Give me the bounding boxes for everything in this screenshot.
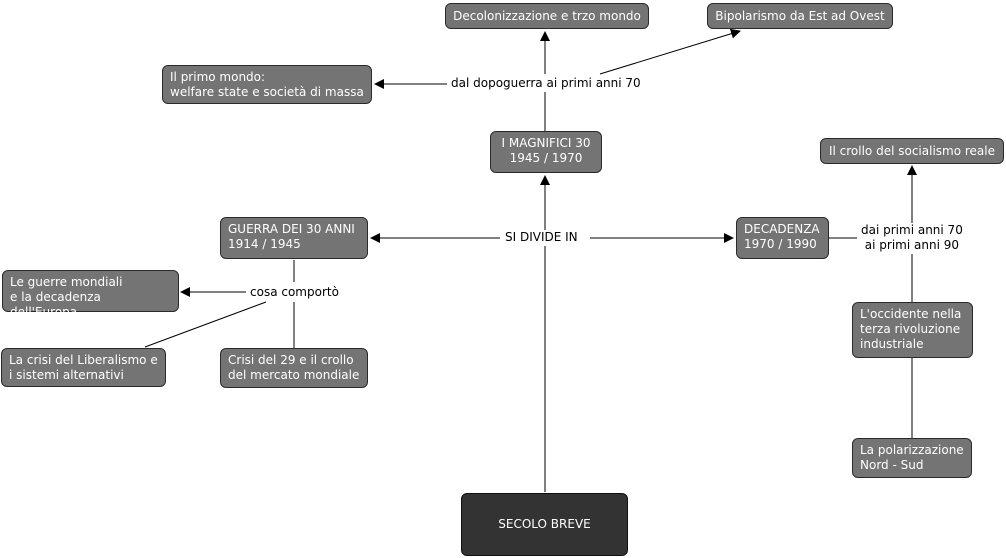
node-crollo-socialismo[interactable]: Il crollo del socialismo reale	[820, 138, 1004, 164]
node-occidente[interactable]: L'occidente nella terza rivoluzione indu…	[852, 302, 973, 358]
link-label-si-divide-in: SI DIVIDE IN	[502, 230, 581, 245]
node-decolonizzazione[interactable]: Decolonizzazione e trzo mondo	[445, 3, 649, 29]
node-crisi-liberalismo[interactable]: La crisi del Liberalismo e i sistemi alt…	[1, 348, 166, 387]
node-bipolarismo[interactable]: Bipolarismo da Est ad Ovest	[707, 3, 893, 29]
edge-label-bipolarismo	[599, 28, 741, 75]
node-guerra-30-anni[interactable]: GUERRA DEI 30 ANNI 1914 / 1945	[220, 217, 368, 259]
link-label-cosa-comporto: cosa comportò	[247, 285, 342, 300]
node-polarizzazione[interactable]: La polarizzazione Nord - Sud	[852, 438, 972, 478]
node-primo-mondo[interactable]: Il primo mondo: welfare state e società …	[162, 65, 372, 104]
edge-label-crisi-liberalismo	[144, 301, 267, 348]
node-secolo-breve[interactable]: SECOLO BREVE	[461, 493, 628, 556]
link-label-dopoguerra: dal dopoguerra ai primi anni 70	[448, 76, 644, 91]
node-decadenza[interactable]: DECADENZA 1970 / 1990	[736, 217, 829, 259]
node-magnifici-30[interactable]: I MAGNIFICI 30 1945 / 1970	[490, 131, 602, 173]
node-guerre-mondiali[interactable]: Le guerre mondiali e la decadenza dell'E…	[2, 270, 179, 319]
link-label-primi-anni: dai primi anni 70 ai primi anni 90	[858, 223, 966, 253]
node-crisi-29[interactable]: Crisi del 29 e il crollo del mercato mon…	[220, 348, 368, 388]
